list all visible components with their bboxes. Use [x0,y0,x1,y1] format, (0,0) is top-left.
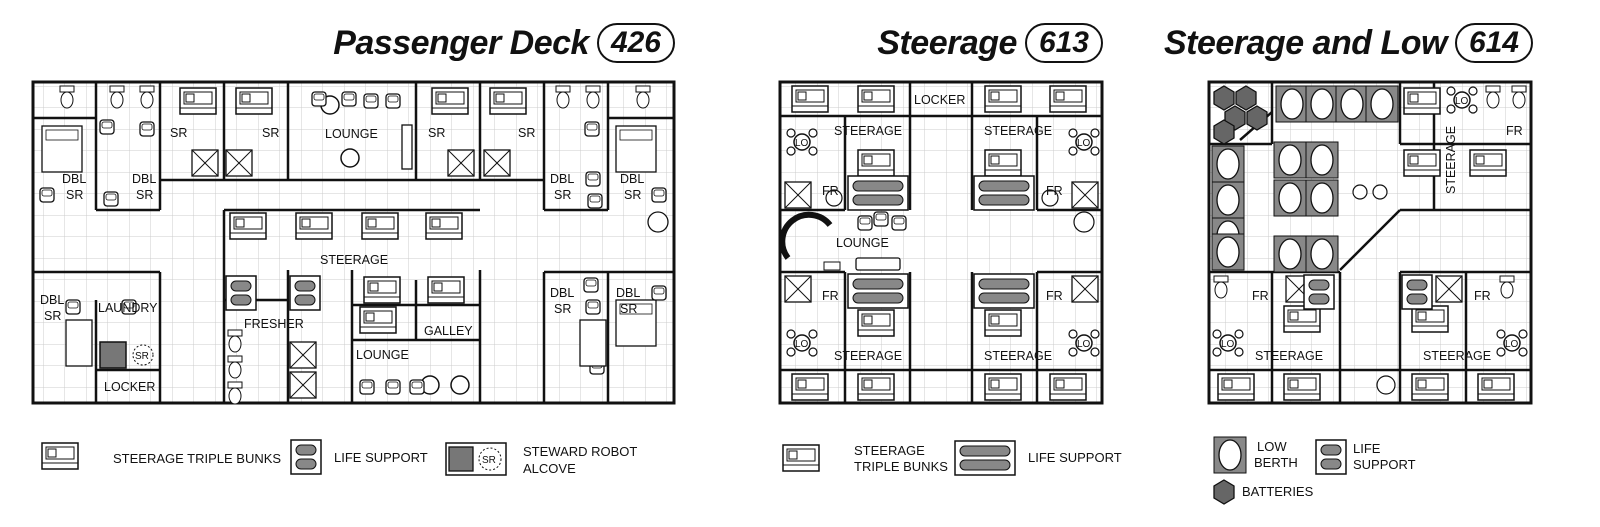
deck-title-text: Steerage and Low [1163,23,1447,62]
room-label-fr: FR [822,184,839,198]
deck-613-fixtures [779,128,1100,357]
deck-number-badge: 613 [1024,23,1103,63]
room-label-steerage: STEERAGE [984,124,1052,138]
room-label-sr: SR [66,188,83,202]
deck-614-plan: LO FR STEERAGE FR FR LO LO STEERAGE STEE… [1207,80,1533,505]
room-label-steerage: STEERAGE [1423,349,1491,363]
deck-426-lounge-furniture [39,91,669,395]
room-label-lo: LO [1077,138,1091,149]
legend-robot-line2: ALCOVE [523,461,576,476]
deck-426-fixtures [59,85,651,405]
room-label-sr: SR [170,126,187,140]
room-label-sr: SR [44,309,61,323]
room-label-fr: FR [822,289,839,303]
room-label-dbl: DBL [550,286,574,300]
deck-613-walls [780,82,1102,403]
room-label-fr: FR [1506,124,1523,138]
legend-bunks-line1: STEERAGE [854,443,925,458]
legend-robot-mark: SR [482,455,496,466]
legend-low-berth-line1: LOW [1257,439,1287,454]
deck-number-badge: 426 [596,23,675,63]
deck-426-plan: SR SR LOUNGE SR SR DBL SR DBL SR DBL SR … [31,80,676,476]
room-label-sr: SR [428,126,445,140]
deck-613-legend: STEERAGE TRIPLE BUNKS LIFE SUPPORT [782,440,1122,476]
deck-613-grid [780,82,1102,403]
room-label-steerage: STEERAGE [834,349,902,363]
legend-batteries-label: BATTERIES [1242,484,1314,499]
room-label-dbl: DBL [550,172,574,186]
room-label-lounge: LOUNGE [325,127,378,141]
room-label-fr: FR [1474,289,1491,303]
room-label-fr: FR [1046,184,1063,198]
room-label-dbl: DBL [62,172,86,186]
room-label-sr: SR [554,302,571,316]
room-label-sr: SR [262,126,279,140]
room-label-dbl: DBL [132,172,156,186]
room-label-dbl: DBL [620,172,644,186]
deck-613-plan: LOCKER STEERAGE STEERAGE LO LO FR FR LOU… [778,80,1122,476]
legend-life-support-line1: LIFE [1353,441,1381,456]
room-label-fr: FR [1252,289,1269,303]
room-label-steerage: STEERAGE [1444,126,1458,194]
deck-614-grid [1209,82,1531,403]
deck-title-text: Steerage [877,23,1017,62]
deck-614-labels: LO FR STEERAGE FR FR LO LO STEERAGE STEE… [1221,96,1523,363]
deck-426-hull [31,80,676,405]
room-label-locker: LOCKER [914,93,965,107]
room-label-sr: SR [136,188,153,202]
room-label-steerage: STEERAGE [984,349,1052,363]
legend-robot-line1: STEWARD ROBOT [523,444,637,459]
room-label-lo: LO [795,138,809,149]
room-label-lo: LO [795,339,809,350]
room-label-laundry: LAUNDRY [98,301,158,315]
room-label-steerage: STEERAGE [834,124,902,138]
legend-bunks-line2: TRIPLE BUNKS [854,459,948,474]
room-label-sr: SR [620,302,637,316]
legend-low-berth-line2: BERTH [1254,455,1298,470]
room-label-fr: FR [1046,289,1063,303]
deck-426-top-rooms [33,82,674,403]
deck-614-legend: LOW BERTH LIFE SUPPORT BATTERIES [1213,436,1416,505]
legend-bunks-label: STEERAGE TRIPLE BUNKS [113,451,281,466]
deck-614-hull [1207,80,1533,405]
deck-number-badge: 614 [1454,23,1533,63]
room-label-dbl: DBL [40,293,64,307]
room-label-lo: LO [1221,339,1235,350]
legend-life-support-label: LIFE SUPPORT [1028,450,1122,465]
legend-life-support-line2: SUPPORT [1353,457,1416,472]
room-label-galley: GALLEY [424,324,473,338]
room-label-lounge: LOUNGE [836,236,889,250]
deck-title-text: Passenger Deck [333,23,589,62]
legend-life-support-label: LIFE SUPPORT [334,450,428,465]
room-label-steerage: STEERAGE [1255,349,1323,363]
room-label-sr: SR [518,126,535,140]
room-label-lounge: LOUNGE [356,348,409,362]
room-label-steerage: STEERAGE [320,253,388,267]
room-label-fresher: FRESHER [244,317,304,331]
room-label-locker: LOCKER [104,380,155,394]
room-label-lo: LO [1505,339,1519,350]
deck-title-426: Passenger Deck 426 [330,18,675,68]
robot-alcove-mark: SR [135,351,149,362]
room-label-lo: LO [1077,339,1091,350]
room-label-lo: LO [1455,96,1469,107]
deck-title-614: Steerage and Low 614 [1150,18,1533,68]
deck-614-fixtures [1212,85,1528,395]
room-label-sr: SR [554,188,571,202]
room-label-sr: SR [624,188,641,202]
deck-613-labels: LOCKER STEERAGE STEERAGE LO LO FR FR LOU… [795,93,1091,363]
deck-426-grid [33,82,674,403]
deck-426-labels: SR SR LOUNGE SR SR DBL SR DBL SR DBL SR … [40,126,644,394]
room-label-dbl: DBL [616,286,640,300]
deck-426-legend: STEERAGE TRIPLE BUNKS LIFE SUPPORT SR ST… [41,439,637,476]
deck-title-613: Steerage 613 [860,18,1103,68]
